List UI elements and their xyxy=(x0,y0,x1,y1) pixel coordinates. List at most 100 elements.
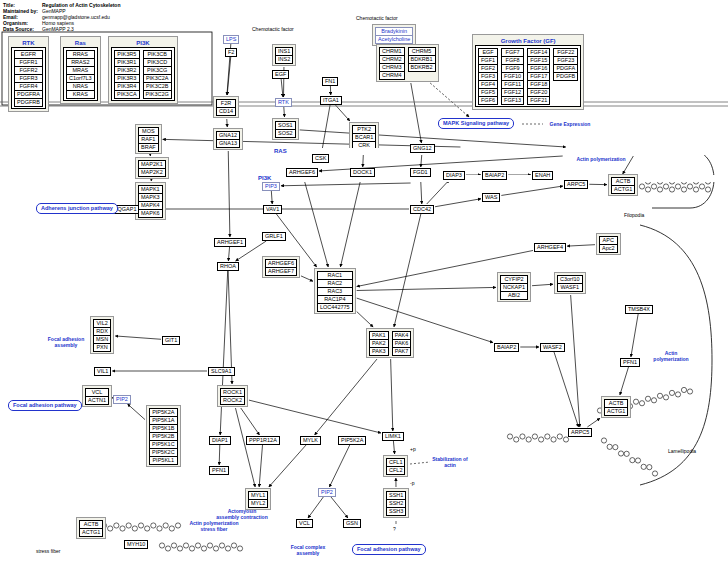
actin-bead xyxy=(207,543,212,548)
gene-name: PFN1 xyxy=(209,466,229,475)
gene-name: CDC42 xyxy=(410,205,434,214)
actin-bead xyxy=(219,543,224,548)
gene-box: CYFIP2NCKAP1ABI2 xyxy=(497,272,531,302)
gene-name: SSH3 xyxy=(386,507,406,516)
connector-arrow xyxy=(335,105,349,121)
connector-arrow xyxy=(322,105,331,153)
connector-arrow xyxy=(532,284,553,286)
gene-box: GRLF1 xyxy=(262,232,286,240)
gene-name: GIT1 xyxy=(162,336,180,345)
actin-bead xyxy=(539,437,544,442)
label-text: RAS xyxy=(273,148,728,155)
gene-box: CFL1CFL2 xyxy=(383,455,408,477)
gene-name: BAIAP2 xyxy=(494,343,519,352)
gene-name: MAPK6 xyxy=(138,209,163,218)
connector-arrow xyxy=(421,153,422,167)
actin-bead xyxy=(175,523,180,528)
gene-name: MYH10 xyxy=(124,540,148,549)
gene-name: ACTN1 xyxy=(85,396,109,405)
gene-name: BRAF xyxy=(138,143,159,152)
gene-name: PIP2 xyxy=(113,395,131,404)
connector-arrow xyxy=(393,441,394,454)
actin-bead xyxy=(151,523,156,528)
gene-box: ACTBACTG1 xyxy=(76,517,106,539)
gene-box: BradykininAcetylcholine xyxy=(372,24,416,46)
gene-box: ROCK1ROCK2 xyxy=(217,385,248,407)
actin-bead xyxy=(183,543,188,548)
gene-box: LPS xyxy=(223,35,239,43)
gene-name: GRLF1 xyxy=(262,232,286,241)
gene-name: INS2 xyxy=(275,55,293,64)
actin-bead xyxy=(651,184,656,189)
gene-box: APCApc2 xyxy=(596,233,621,255)
gene-name: Focal adhesion pathway xyxy=(352,544,426,555)
gene-name: WAS xyxy=(482,193,500,202)
actin-bead xyxy=(171,543,176,548)
gene-name: PIP2 xyxy=(318,488,336,497)
gene-name: LOC442775 xyxy=(317,303,353,312)
gene-name: ACTG1 xyxy=(79,528,103,537)
gene-name: FGD1 xyxy=(410,168,431,177)
connector-arrow xyxy=(226,119,227,127)
actin-bead xyxy=(201,546,206,551)
actin-bead xyxy=(607,444,612,449)
gene-name: TMSB4X xyxy=(625,305,653,314)
gene-name: EGF xyxy=(272,70,289,79)
gene-box: SSH1SSH2SSH3 xyxy=(383,488,409,518)
connector-arrow xyxy=(128,404,145,420)
gene-name: PPP1R12A xyxy=(246,436,280,445)
gene-box: WASF2 xyxy=(540,343,565,351)
annotation-label: Maintained by: xyxy=(3,8,38,14)
actin-bead xyxy=(618,451,623,456)
actin-bead xyxy=(639,184,644,189)
gene-box: DOCK1 xyxy=(350,168,375,176)
annotation-label: Title: xyxy=(3,2,15,8)
gene-list: PIK3R5PIK3R1PIK3R2PIK3R3PIK3R4PIK3CAPIK3… xyxy=(111,47,175,101)
connector-arrow xyxy=(620,367,629,395)
connector-arrow xyxy=(427,180,450,204)
annotation-label: Homo sapiens xyxy=(42,20,74,26)
gene-name: ACTG1 xyxy=(611,185,635,194)
actin-bead xyxy=(163,523,168,528)
actin-bead xyxy=(681,187,686,192)
actin-bead xyxy=(545,434,550,439)
connector-arrow xyxy=(391,359,393,431)
gene-box: BAIAP2 xyxy=(482,171,507,179)
actin-bead xyxy=(663,184,668,189)
annotation-label: Filopodia xyxy=(624,212,644,218)
connector-arrow xyxy=(271,191,273,204)
gene-name: KRAS xyxy=(66,90,95,99)
gene-name: WASF1 xyxy=(557,283,583,292)
connector-arrow xyxy=(331,497,348,518)
gene-box: SLC9A1 xyxy=(208,367,235,375)
gene-box: Growth Factor (GF)EGFFGF1FGF2FGF3FGF4FGF… xyxy=(472,34,584,110)
connector-arrow xyxy=(501,186,563,195)
gene-box: ENAH xyxy=(532,171,553,179)
gene-box: BAIAP2 xyxy=(494,343,519,351)
leader-line xyxy=(396,521,397,524)
gene-grid: EGFFGF1FGF2FGF3FGF4FGF5FGF6FGF7FGF8FGF9F… xyxy=(478,48,578,104)
annotation-label: -p xyxy=(410,480,414,486)
gene-name: PDGFB xyxy=(553,72,578,81)
gene-name: ARHGEF4 xyxy=(534,243,566,252)
actin-bead xyxy=(159,543,164,548)
actin-bead xyxy=(624,451,629,456)
actin-bead xyxy=(514,437,519,442)
connector-arrow xyxy=(554,352,579,427)
connector-arrow xyxy=(112,371,207,372)
annotation-label: Chemotactic factor xyxy=(356,15,398,21)
gene-box: GNG12 xyxy=(410,144,435,152)
gene-box: PIP3 xyxy=(262,182,280,190)
pathway-box: Adherens junction pathway xyxy=(36,203,118,213)
connector-arrow xyxy=(357,250,533,286)
actin-bead xyxy=(657,393,662,398)
connector-arrow xyxy=(362,153,364,167)
actin-bead xyxy=(177,546,182,551)
gene-box: CDC42 xyxy=(410,205,434,213)
gene-box: MYL1MYL2 xyxy=(245,488,271,510)
connector-arrow xyxy=(430,83,469,117)
connector-arrow xyxy=(357,287,496,290)
connector-arrow xyxy=(269,445,306,487)
gene-name: DIAP3 xyxy=(443,171,465,180)
